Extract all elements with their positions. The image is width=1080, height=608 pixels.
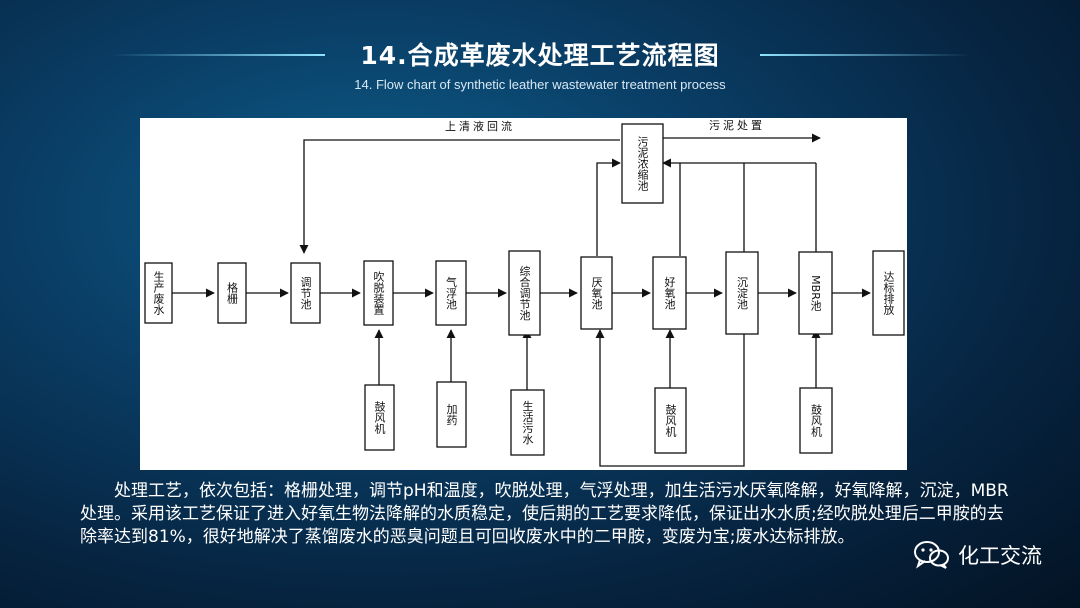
flow-diagram: 生产废水 格栅 调节池 吹脱装置 气浮池 综合调节池 厌氧池 好氧池: [140, 118, 907, 470]
input-label: 鼓风机: [810, 403, 823, 437]
watermark-label: 化工交流: [958, 544, 1042, 568]
supernatant-return-line: [299, 139, 620, 254]
input-blower: 鼓风机: [654, 387, 687, 454]
unit-label: 气浮池: [445, 275, 458, 309]
wechat-icon: [914, 541, 949, 569]
unit-comprehensive-regulating-tank: 综合调节池: [508, 250, 541, 336]
unit-production-wastewater: 生产废水: [144, 262, 173, 324]
unit-label: MBR池: [809, 275, 822, 311]
unit-sludge-thickening-tank: 污泥浓缩池: [621, 123, 664, 204]
input-label: 加药: [445, 403, 458, 426]
unit-label: 格栅: [226, 281, 239, 304]
input-label: 鼓风机: [664, 403, 677, 437]
unit-label: 综合调节池: [518, 264, 531, 320]
title-divider-right: [760, 54, 970, 56]
anaerobic-to-sludge-line: [596, 158, 621, 256]
process-description: 处理工艺，依次包括：格栅处理，调节pH和温度，吹脱处理，气浮处理，加生活污水厌氧…: [80, 481, 1009, 547]
input-label: 鼓风机: [373, 400, 386, 434]
unit-label: 达标排放: [882, 271, 895, 315]
unit-regulating-tank: 调节池: [290, 262, 321, 324]
unit-label: 厌氧池: [590, 277, 603, 310]
input-domestic-sewage: 生活污水: [510, 389, 545, 456]
unit-sedimentation-tank: 沉淀池: [725, 251, 759, 335]
page-subtitle: 14. Flow chart of synthetic leather wast…: [354, 77, 726, 92]
unit-label: 吹脱装置: [372, 271, 385, 315]
unit-label: 沉淀池: [736, 276, 749, 309]
unit-anaerobic-tank: 厌氧池: [580, 256, 613, 330]
title-divider-left: [110, 54, 325, 56]
unit-mbr-tank: MBR池: [798, 251, 833, 335]
unit-screen: 格栅: [217, 262, 247, 324]
unit-label: 调节池: [299, 276, 312, 309]
watermark: 化工交流: [914, 540, 1042, 570]
page-title: 14.合成革废水处理工艺流程图: [360, 41, 720, 70]
sludge-disposal-label: 污泥处置: [709, 119, 765, 132]
input-dosing: 加药: [436, 381, 467, 448]
input-blower: 鼓风机: [364, 384, 395, 451]
unit-aerobic-tank: 好氧池: [652, 256, 687, 330]
unit-label: 好氧池: [663, 275, 676, 309]
sludge-return-line: [595, 329, 745, 467]
unit-stripping-device: 吹脱装置: [363, 260, 394, 326]
unit-flotation-tank: 气浮池: [435, 260, 467, 326]
input-label: 生活污水: [521, 399, 534, 444]
input-blower: 鼓风机: [799, 387, 833, 454]
unit-discharge: 达标排放: [872, 250, 905, 336]
supernatant-return-label: 上清液回流: [445, 119, 515, 133]
unit-label: 生产废水: [152, 270, 165, 315]
flow-diagram-canvas: 生产废水 格栅 调节池 吹脱装置 气浮池 综合调节池 厌氧池 好氧池: [144, 119, 905, 467]
unit-label: 污泥浓缩池: [636, 136, 649, 191]
